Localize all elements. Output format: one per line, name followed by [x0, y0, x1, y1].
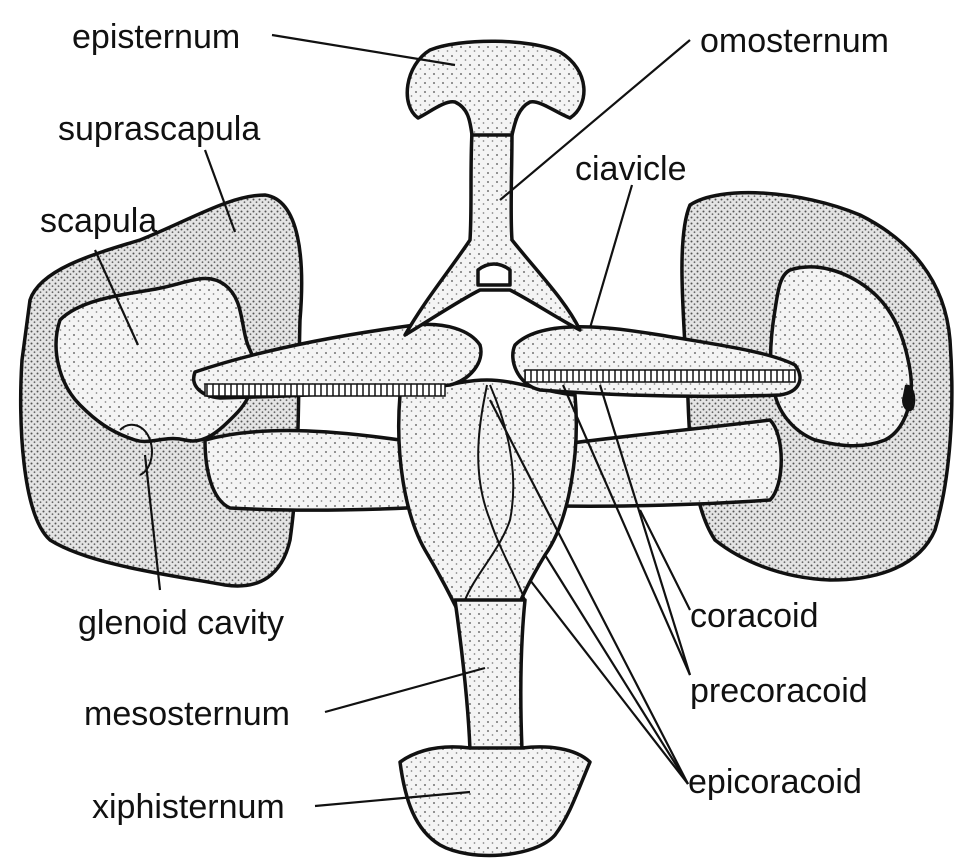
- label-suprascapula: suprascapula: [58, 110, 260, 148]
- xiphisternum: [400, 747, 590, 856]
- label-coracoid: coracoid: [690, 597, 819, 635]
- label-mesosternum: mesosternum: [84, 695, 290, 733]
- label-precoracoid: precoracoid: [690, 672, 868, 710]
- leader-precoracoid-2: [600, 385, 690, 675]
- omosternum: [405, 132, 580, 335]
- label-clavicle: ciavicle: [575, 150, 686, 188]
- label-episternum: episternum: [72, 18, 240, 56]
- mesosternum: [455, 600, 525, 750]
- left-precoracoid-hatch: [205, 384, 445, 396]
- leader-precoracoid-1: [563, 385, 690, 675]
- label-scapula: scapula: [40, 202, 157, 240]
- leader-clavicle: [590, 185, 632, 328]
- label-epicoracoid: epicoracoid: [688, 763, 862, 801]
- label-xiphisternum: xiphisternum: [92, 788, 285, 826]
- leader-mesosternum: [325, 668, 485, 712]
- right-precoracoid-hatch: [525, 370, 795, 382]
- episternum: [407, 41, 584, 135]
- label-omosternum: omosternum: [700, 22, 889, 60]
- label-glenoid-cavity: glenoid cavity: [78, 604, 284, 642]
- epicoracoid-cartilage: [399, 380, 577, 615]
